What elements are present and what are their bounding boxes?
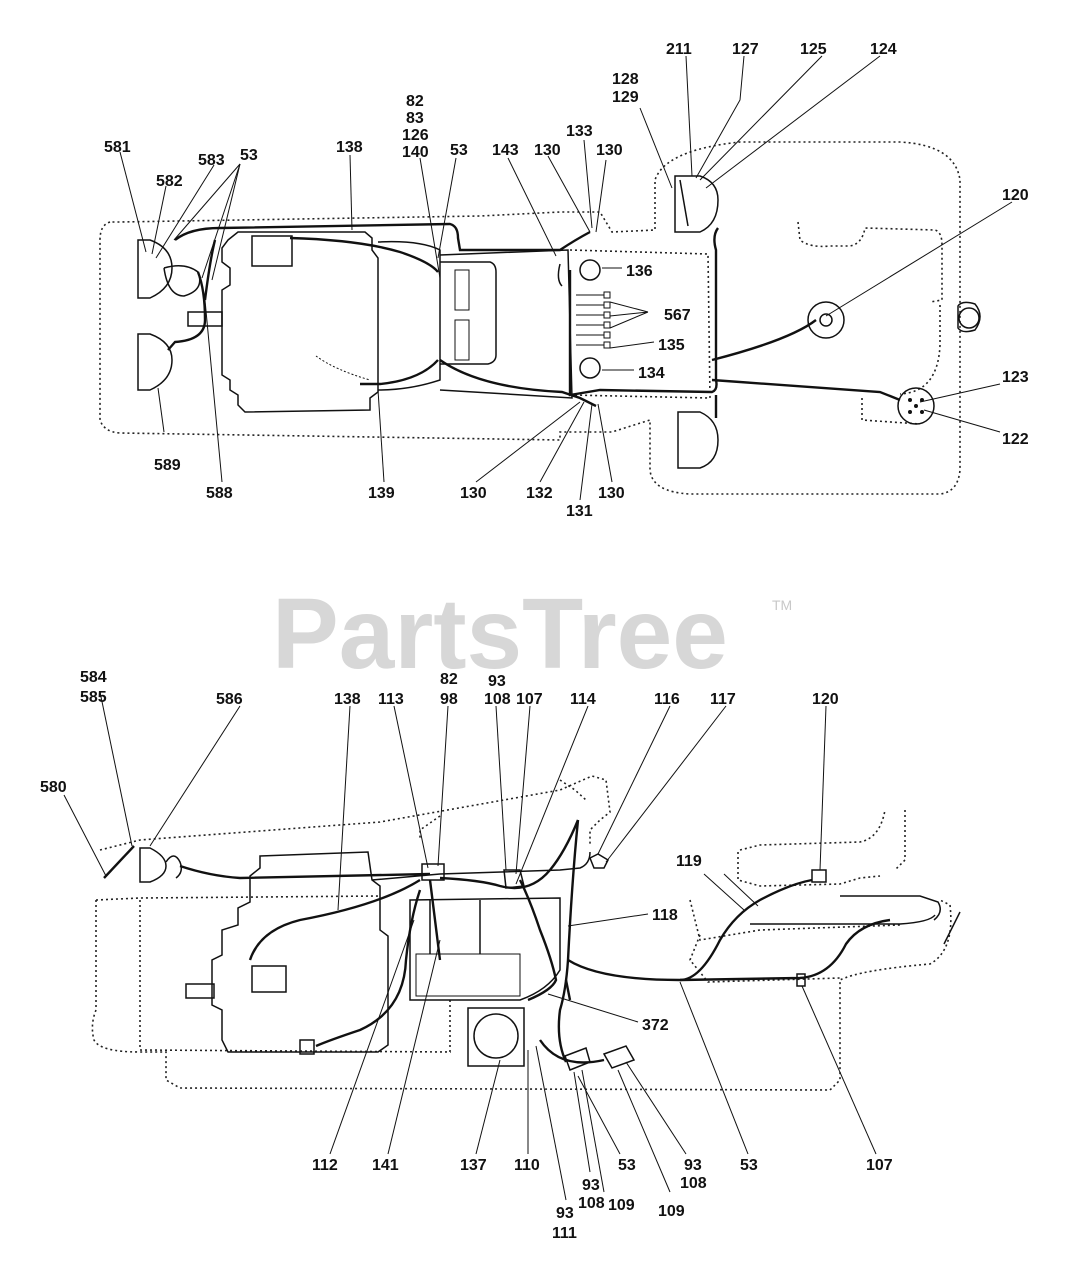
top-view: 581 582 583 53 138 82 83 126 140 53 143 …: [99, 41, 1029, 520]
label-586: 586: [216, 691, 243, 708]
label-107a: 107: [516, 691, 543, 708]
label-108c: 108: [680, 1175, 707, 1192]
label-93c: 93: [582, 1177, 600, 1194]
label-567: 567: [664, 307, 691, 324]
label-130a: 130: [534, 142, 561, 159]
label-93d: 93: [684, 1157, 702, 1174]
side-view: 584 585 586 580 138 113 82 98 93 108 107…: [40, 669, 961, 1242]
label-107b: 107: [866, 1157, 893, 1174]
label-117: 117: [710, 691, 736, 708]
label-123: 123: [1002, 369, 1029, 386]
label-138-side: 138: [334, 691, 361, 708]
label-125: 125: [800, 41, 827, 58]
label-211: 211: [666, 41, 692, 58]
label-582: 582: [156, 173, 183, 190]
label-372: 372: [642, 1017, 669, 1034]
label-130c: 130: [460, 485, 487, 502]
label-111: 111: [552, 1225, 577, 1242]
label-83: 83: [406, 110, 424, 127]
label-109b: 109: [658, 1203, 685, 1220]
label-116: 116: [654, 691, 680, 708]
label-128: 128: [612, 71, 639, 88]
label-143: 143: [492, 142, 519, 159]
label-583: 583: [198, 152, 225, 169]
label-124: 124: [870, 41, 897, 58]
watermark: PartsTree TM: [272, 578, 792, 690]
label-134: 134: [638, 365, 665, 382]
label-581: 581: [104, 139, 131, 156]
label-93b: 93: [556, 1205, 574, 1222]
label-114: 114: [570, 691, 596, 708]
label-109a: 109: [608, 1197, 635, 1214]
label-93a: 93: [488, 673, 506, 690]
label-120: 120: [1002, 187, 1029, 204]
label-82-side: 82: [440, 671, 458, 688]
label-580: 580: [40, 779, 67, 796]
label-120-side: 120: [812, 691, 839, 708]
label-132: 132: [526, 485, 553, 502]
label-112: 112: [312, 1157, 338, 1174]
label-130b: 130: [596, 142, 623, 159]
label-98: 98: [440, 691, 458, 708]
label-589: 589: [154, 457, 181, 474]
label-53: 53: [240, 147, 258, 164]
watermark-text: PartsTree: [272, 578, 728, 690]
label-136: 136: [626, 263, 653, 280]
label-126: 126: [402, 127, 429, 144]
label-130d: 130: [598, 485, 625, 502]
label-108a: 108: [484, 691, 511, 708]
label-138: 138: [336, 139, 363, 156]
label-122: 122: [1002, 431, 1029, 448]
label-139: 139: [368, 485, 395, 502]
label-110: 110: [514, 1157, 540, 1174]
label-585: 585: [80, 689, 107, 706]
label-53b: 53: [450, 142, 468, 159]
label-129: 129: [612, 89, 639, 106]
label-108b: 108: [578, 1195, 605, 1212]
label-133: 133: [566, 123, 593, 140]
label-119: 119: [676, 853, 702, 870]
label-588: 588: [206, 485, 233, 502]
label-82: 82: [406, 93, 424, 110]
label-53-side-a: 53: [618, 1157, 636, 1174]
label-118: 118: [652, 907, 678, 924]
label-131: 131: [566, 503, 593, 520]
watermark-tm: TM: [772, 597, 792, 613]
label-141: 141: [372, 1157, 399, 1174]
label-135: 135: [658, 337, 685, 354]
label-113: 113: [378, 691, 404, 708]
label-53-side-b: 53: [740, 1157, 758, 1174]
label-140: 140: [402, 144, 429, 161]
label-127: 127: [732, 41, 759, 58]
label-584: 584: [80, 669, 107, 686]
label-137: 137: [460, 1157, 487, 1174]
